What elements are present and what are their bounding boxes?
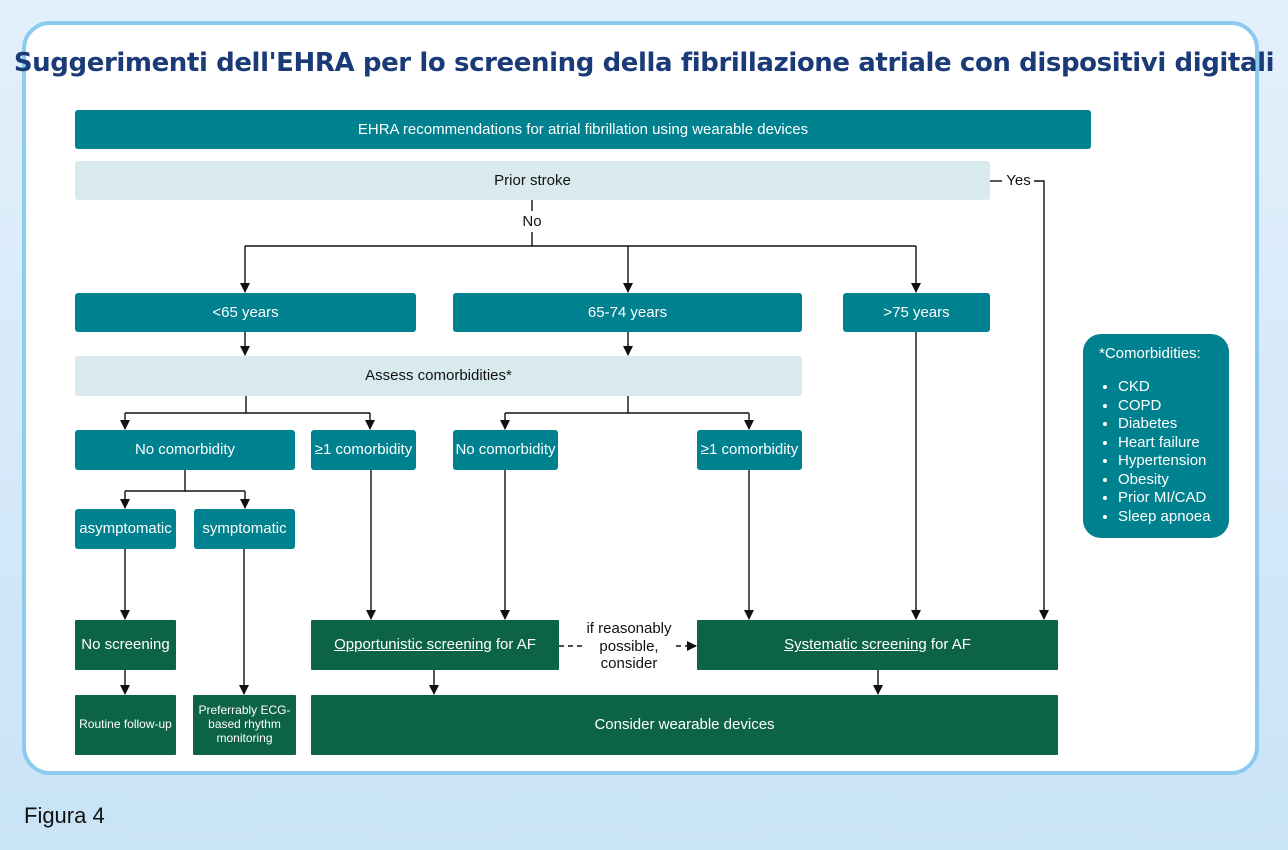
connector-assess-left <box>245 396 370 414</box>
comorbidity-item: Prior MI/CAD <box>1118 489 1229 508</box>
routine-follow-up-box: Routine follow-up <box>75 695 176 755</box>
consider-line-1: if reasonably <box>586 620 672 637</box>
consider-wearables-box: Consider wearable devices <box>311 695 1058 755</box>
figure-title: Suggerimenti dell'EHRA per lo screening … <box>13 48 1275 78</box>
one-comorbidity-box-lt65: ≥1 comorbidity <box>311 430 416 470</box>
connector-no-branch <box>245 232 916 247</box>
consider-line-2: possible, <box>599 637 659 655</box>
prior-stroke-box: Prior stroke <box>75 161 990 200</box>
arrow-asymptomatic <box>125 490 185 508</box>
comorbidities-list: CKD COPD Diabetes Heart failure Hyperten… <box>1099 378 1229 526</box>
comorbidity-item: Obesity <box>1118 471 1229 490</box>
comorbidity-item: Heart failure <box>1118 434 1229 453</box>
symptomatic-box: symptomatic <box>194 509 295 549</box>
no-screening-box: No screening <box>75 620 176 670</box>
opportunistic-screening-box: Opportunistic screening for AF <box>311 620 559 670</box>
comorbidity-item: Hypertension <box>1118 452 1229 471</box>
ecg-monitoring-box: Preferrably ECG-based rhythm monitoring <box>193 695 296 755</box>
age-65-74-box: 65-74 years <box>453 293 802 332</box>
consider-label: if reasonably possible, consider <box>582 620 676 674</box>
comorbidities-legend: *Comorbidities: CKD COPD Diabetes Heart … <box>1083 334 1229 538</box>
no-comorbidity-box-6574: No comorbidity <box>453 430 558 470</box>
yes-label: Yes <box>1003 172 1034 190</box>
assess-comorbidities-box: Assess comorbidities* <box>75 356 802 396</box>
asymptomatic-box: asymptomatic <box>75 509 176 549</box>
comorbidity-item: Diabetes <box>1118 415 1229 434</box>
arrow-no-comorb-a <box>125 412 246 429</box>
connector-nocomorb-split <box>184 470 245 492</box>
comorbidities-heading: *Comorbidities: <box>1099 345 1201 362</box>
systematic-for-af: for AF <box>926 636 971 654</box>
arrow-no-comorb-b <box>505 412 628 429</box>
opportunistic-for-af: for AF <box>491 636 536 654</box>
age-gt75-box: >75 years <box>843 293 990 332</box>
figure-label: Figura 4 <box>24 803 105 828</box>
opportunistic-screening-link[interactable]: Opportunistic screening <box>334 636 492 654</box>
connector-assess-right <box>627 396 749 414</box>
systematic-screening-link[interactable]: Systematic screening <box>784 636 927 654</box>
comorbidity-item: CKD <box>1118 378 1229 397</box>
age-lt65-box: <65 years <box>75 293 416 332</box>
systematic-screening-box: Systematic screening for AF <box>697 620 1058 670</box>
no-label: No <box>517 213 547 231</box>
comorbidity-item: COPD <box>1118 397 1229 416</box>
no-comorbidity-box-lt65: No comorbidity <box>75 430 295 470</box>
header-box: EHRA recommendations for atrial fibrilla… <box>75 110 1091 149</box>
arrow-yes <box>1034 180 1049 620</box>
one-comorbidity-box-6574: ≥1 comorbidity <box>697 430 802 470</box>
consider-line-3: consider <box>600 655 658 673</box>
comorbidity-item: Sleep apnoea <box>1118 508 1229 527</box>
